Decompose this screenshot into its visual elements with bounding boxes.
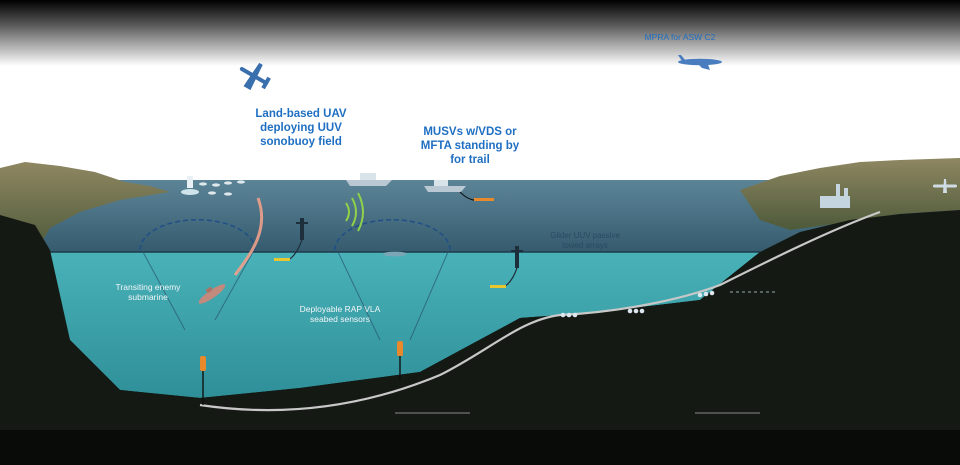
cable-nodes xyxy=(560,290,715,318)
uav-icon xyxy=(239,62,271,91)
sky xyxy=(0,0,960,200)
uav-label: Land-based UAV deploying UUV sonobuoy fi… xyxy=(255,108,347,149)
musv-icon xyxy=(346,173,494,201)
glider-uuv-icon xyxy=(274,218,523,288)
seabed xyxy=(0,210,960,465)
submarine-icon xyxy=(198,284,226,304)
glider-label: Glider UUV passive towed arrays xyxy=(550,231,620,250)
mpra-label: MPRA for ASW C2 xyxy=(644,32,716,42)
shore-station-icon xyxy=(820,179,957,208)
right-coast xyxy=(740,158,960,230)
seabed-sensor-icon xyxy=(200,341,403,405)
submarine-label: Transiting enemy submarine xyxy=(115,282,181,303)
seabed-cable xyxy=(199,210,881,412)
musv-label: MUSVs w/VDS or MFTA standing by for trai… xyxy=(420,126,520,167)
mpra-aircraft-icon xyxy=(678,55,722,70)
left-coast xyxy=(0,162,170,250)
sonar-waves xyxy=(345,192,364,232)
sonobuoy-icon xyxy=(181,176,245,196)
rap-label: Deployable RAP VLA seabed sensors xyxy=(299,304,381,325)
